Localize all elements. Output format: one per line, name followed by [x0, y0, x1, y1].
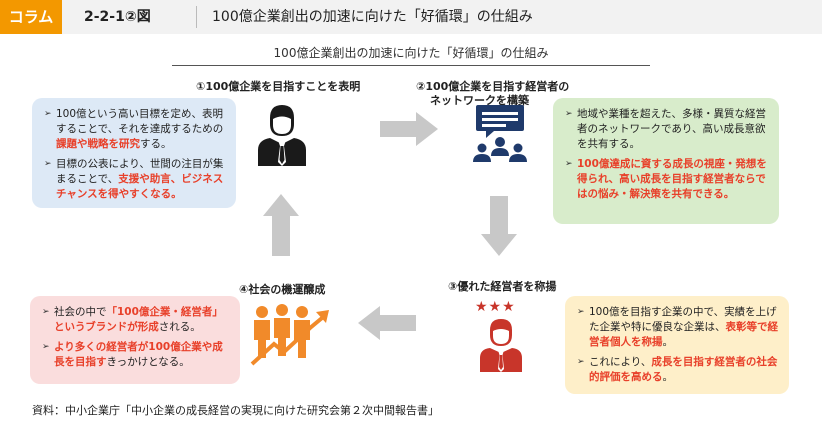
list-item: 100億を目指す企業の中で、実績を上げた企業や特に優良な企業は、表彰等で経営者個…: [577, 305, 779, 350]
step-1-label: ①100億企業を目指すことを表明: [196, 80, 361, 93]
list-item: 100億達成に資する成長の視座・発想を得られ、高い成長を目指す経営者ならではの悩…: [565, 157, 769, 202]
list-item: 社会の中で「100億企業・経営者」というブランドが形成される。: [42, 305, 230, 335]
header-bar: コラム 2-2-1②図 100億企業創出の加速に向けた「好循環」の仕組み: [0, 0, 822, 34]
diagram-subtitle: 100億企業創出の加速に向けた「好循環」の仕組み: [172, 44, 650, 66]
box-network: 地域や業種を超えた、多様・異質な経営者のネットワークであり、高い成長意欲を共有す…: [553, 98, 779, 224]
arrow-down: [481, 196, 517, 256]
figure-number: 2-2-1②図: [84, 9, 151, 25]
businessman-icon: [258, 105, 306, 166]
box-praise: 100億を目指す企業の中で、実績を上げた企業や特に優良な企業は、表彰等で経営者個…: [565, 296, 789, 394]
step-4-label: ④社会の機運醸成: [239, 283, 326, 296]
box-social-momentum: 社会の中で「100億企業・経営者」というブランドが形成される。 より多くの経営者…: [30, 296, 240, 384]
award-businessman-icon: [480, 319, 522, 372]
list-item: 目標の公表により、世間の注目が集まることで、支援や助言、ビジネスチャンスを得やす…: [44, 157, 226, 202]
team-growth-icon: [250, 304, 329, 366]
list-item: これにより、成長を目指す経営者の社会的評価を高める。: [577, 355, 779, 385]
stars-icon: ★★★: [475, 299, 516, 315]
list-item: 100億という高い目標を定め、表明することで、それを達成するための課題や戦略を研…: [44, 107, 226, 152]
network-chat-icon: [473, 105, 527, 162]
source-note: 資料：中小企業庁「中小企業の成長経営の実現に向けた研究会第２次中間報告書」: [32, 404, 439, 417]
step-2-label-line1: ②100億企業を目指す経営者の: [416, 80, 570, 93]
list-item: より多くの経営者が100億企業や成長を目指すきっかけとなる。: [42, 340, 230, 370]
page-title: 100億企業創出の加速に向けた「好循環」の仕組み: [212, 9, 533, 25]
arrow-left: [358, 306, 416, 340]
box-declare-goal: 100億という高い目標を定め、表明することで、それを達成するための課題や戦略を研…: [32, 98, 236, 208]
list-item: 地域や業種を超えた、多様・異質な経営者のネットワークであり、高い成長意欲を共有す…: [565, 107, 769, 152]
step-3-label: ③優れた経営者を称揚: [448, 280, 557, 293]
arrow-up: [263, 194, 299, 256]
header-divider: [196, 6, 197, 28]
column-tag: コラム: [0, 0, 62, 34]
arrow-right: [380, 112, 438, 146]
step-2-label-line2: ネットワークを構築: [430, 94, 529, 107]
